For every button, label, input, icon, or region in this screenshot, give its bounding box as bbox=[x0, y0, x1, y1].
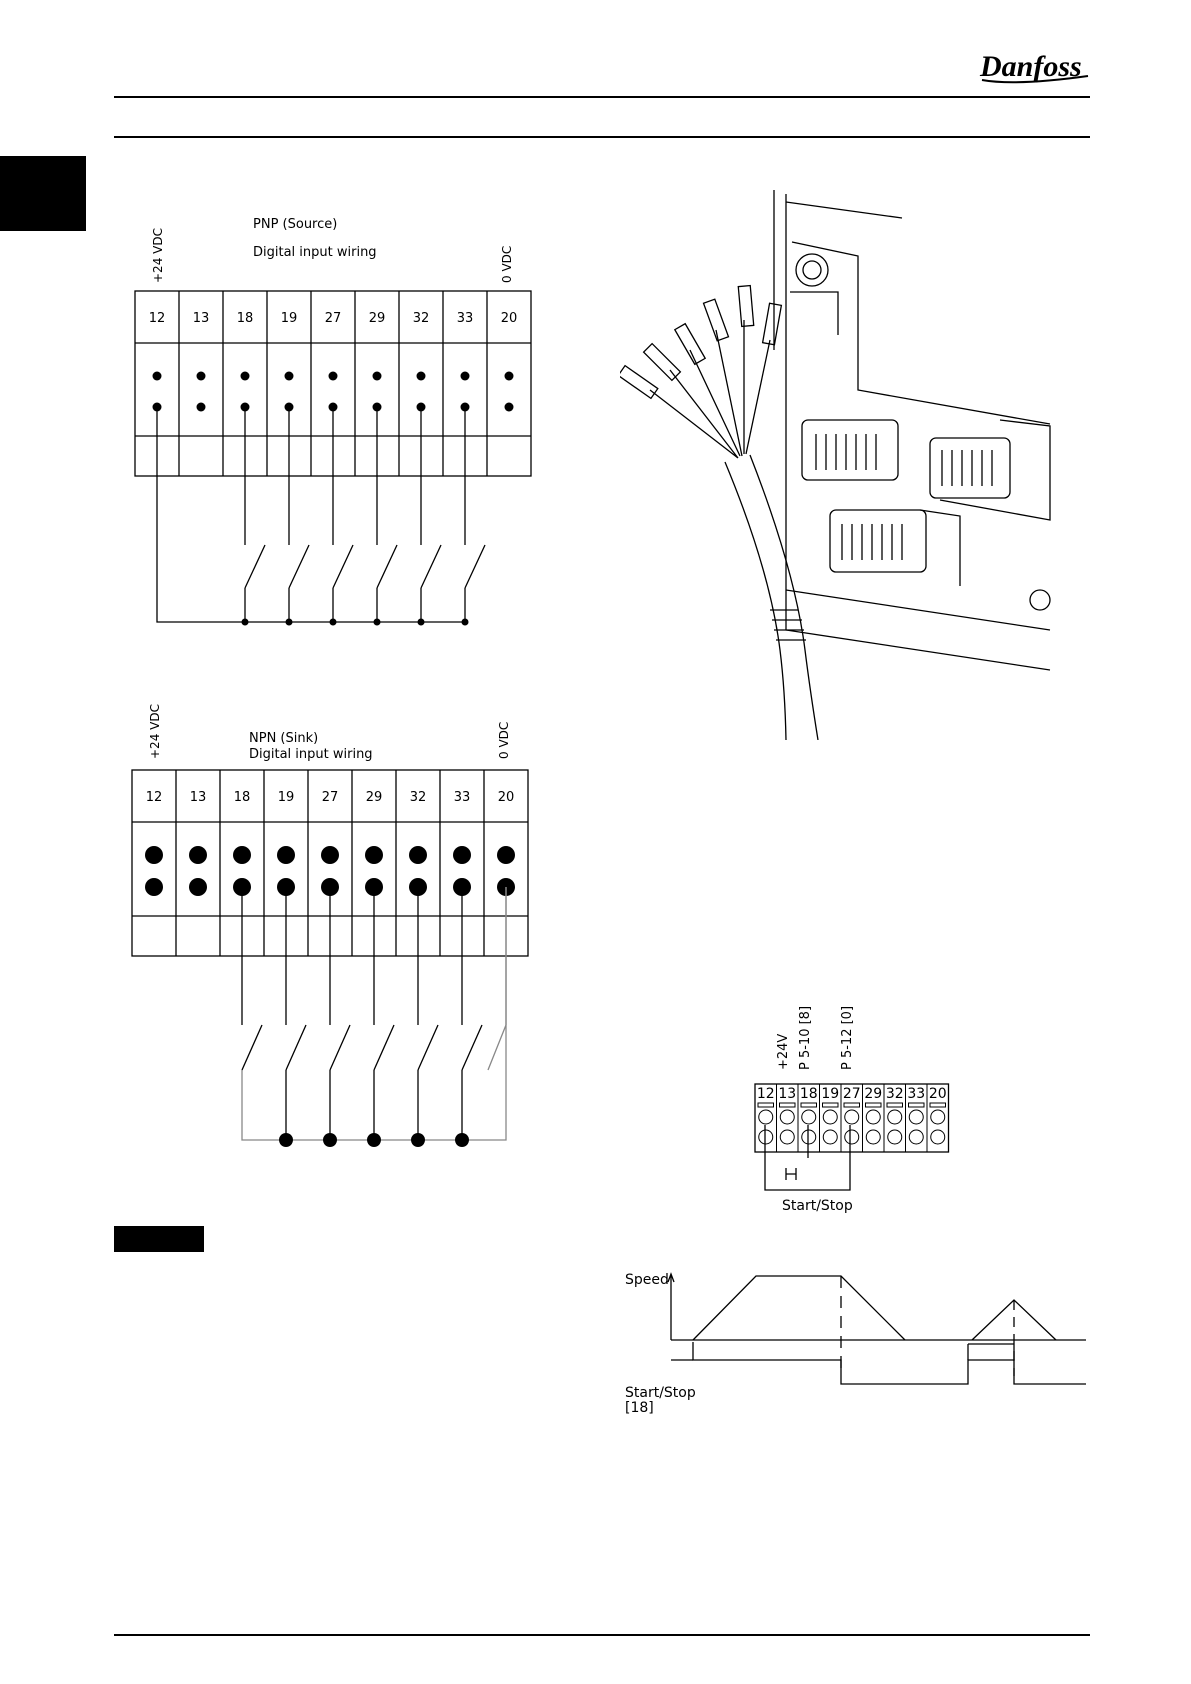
start-stop-signal bbox=[693, 1342, 1086, 1384]
speed-curve bbox=[693, 1276, 1056, 1340]
